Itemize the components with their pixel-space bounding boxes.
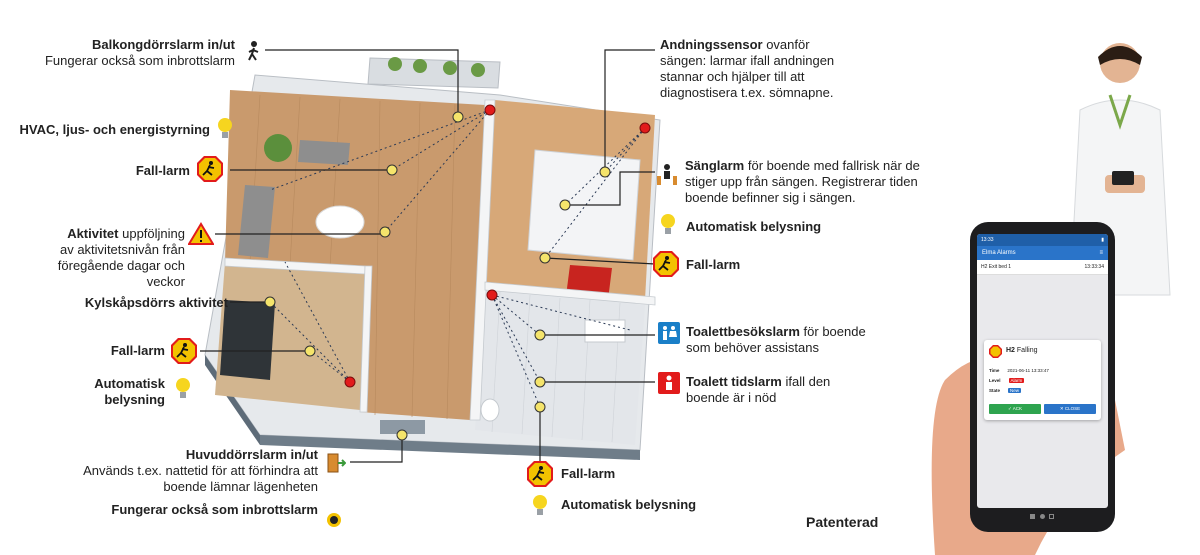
alarm-list-item[interactable]: H2 Exit bed 1 13:33:34 [977,260,1108,275]
fridge-door-activity-label: Kylskåpsdörrs aktivitet [84,295,228,310]
app-title: Elma Alarms [982,250,1016,256]
alarm-list-item-time: 13:33:34 [1084,264,1104,270]
fall-alarm-label-left-top: Fall-larm [135,163,190,178]
burglar-icon [327,513,341,527]
status-bar: 13:33 ▮ [977,234,1108,246]
lightbulb-icon [533,495,547,515]
state-badge: New [1008,388,1022,393]
fall-warning-icon [989,345,1002,358]
fall-alarm-label-right: Fall-larm [686,257,741,272]
fall-warning-icon [653,251,679,277]
automatic-lighting-label-right: Automatisk belysning [686,219,822,234]
level-badge: Alarm [1008,378,1025,383]
toilet-time-alarm-label: Toalett tidslarm ifall den boende är i n… [686,374,831,405]
bed-alarm-label: Sänglarm för boende med fallrisk när de … [685,158,920,205]
fall-warning-icon [527,461,553,487]
nav-buttons [1030,514,1054,522]
door-exit-icon [327,453,346,473]
dialog-title: H2 Falling [1006,347,1038,354]
fall-warning-icon [171,338,197,364]
activity-label: Aktivitet uppföljning av aktivitetsnivån… [57,226,185,289]
automatic-lighting-label-left: Automatisk belysning [94,376,165,407]
ack-button[interactable]: ✓ ACK [989,404,1041,414]
app-bar: Elma Alarms ≡ [977,246,1108,260]
toilet-alarm-icon [658,372,680,394]
breathing-sensor-label: Andningssensor ovanför sängen: larmar if… [660,37,835,100]
menu-icon[interactable]: ≡ [1099,250,1103,256]
status-time: 13:33 [981,237,994,243]
lightbulb-icon [661,214,675,234]
toilet-visit-alarm-label: Toalettbesökslarm för boende som behöver… [686,324,866,355]
fall-alarm-label-bottom: Fall-larm [561,466,616,481]
alarm-list-item-title: H2 Exit bed 1 [981,264,1012,270]
walking-person-icon [248,41,259,61]
burglar-alarm-label: Fungerar också som inbrottslarm [111,502,318,517]
warning-triangle-icon [188,222,214,245]
toilet-people-icon [658,322,680,344]
close-button[interactable]: ✕ CLOSE [1044,404,1096,414]
fall-alarm-label-left-mid: Fall-larm [110,343,165,358]
home-icon[interactable] [1039,514,1045,519]
automatic-lighting-label-bottom: Automatisk belysning [561,497,697,512]
lightbulb-icon [176,378,190,398]
back-icon[interactable] [1030,514,1035,519]
battery-icon: ▮ [1101,237,1104,243]
patent-label: Patenterad [806,514,879,530]
hvac-label: HVAC, ljus- och energistyrning [19,122,210,137]
phone-screen: 13:33 ▮ Elma Alarms ≡ H2 Exit bed 1 13:3… [977,234,1108,508]
recents-icon[interactable] [1049,514,1054,519]
bed-person-icon [657,164,677,185]
lightbulb-icon [218,118,232,138]
fall-warning-icon [197,156,223,182]
smartphone: 13:33 ▮ Elma Alarms ≡ H2 Exit bed 1 13:3… [970,222,1115,532]
